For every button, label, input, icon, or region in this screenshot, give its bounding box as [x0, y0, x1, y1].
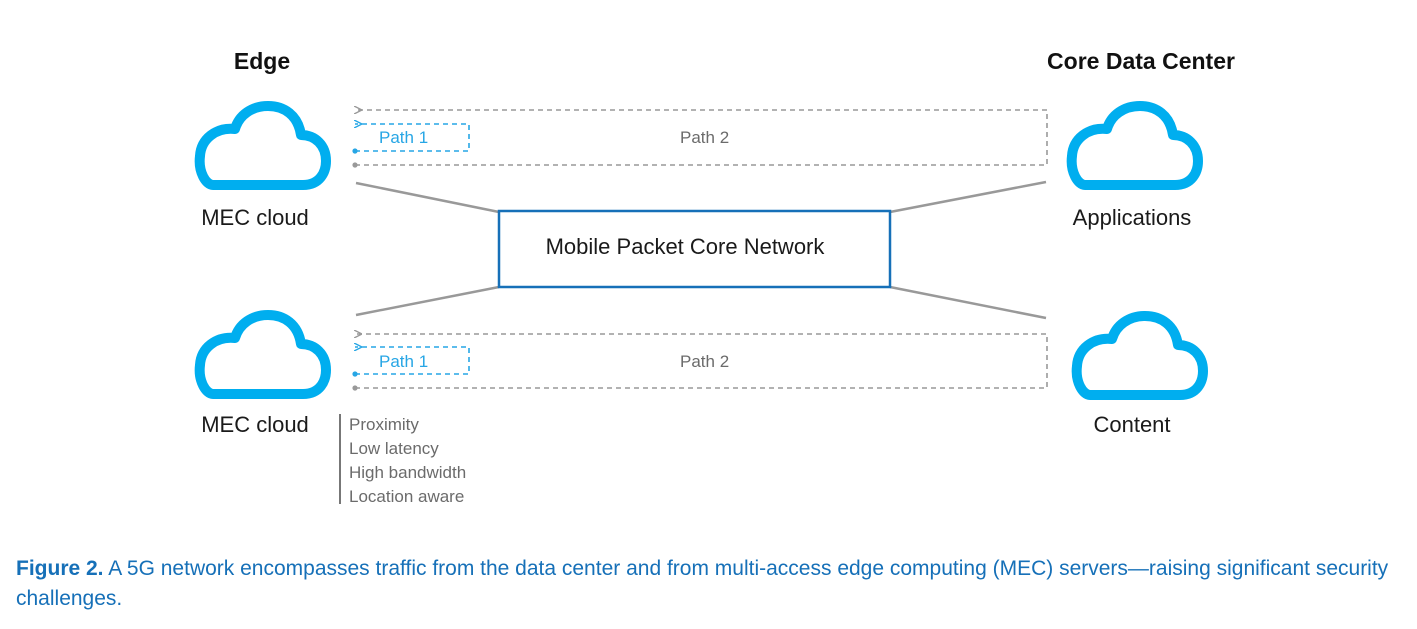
- cloud-icon: [194, 310, 331, 399]
- path-2-line: [355, 334, 1048, 389]
- path-1-line: [355, 124, 470, 152]
- path-1-label: Path 1: [379, 352, 428, 371]
- path-1-line: [355, 347, 470, 375]
- path-1-label: Path 1: [379, 128, 428, 147]
- path-2-label: Path 2: [680, 352, 729, 371]
- mec-cloud-bottom-label: MEC cloud: [201, 412, 309, 437]
- core-data-center-header: Core Data Center: [1047, 48, 1235, 74]
- figure-caption-text: A 5G network encompasses traffic from th…: [16, 557, 1389, 610]
- cloud-icon: [194, 101, 331, 190]
- figure-caption: Figure 2. A 5G network encompasses traff…: [16, 554, 1406, 614]
- cloud-icon: [1066, 101, 1203, 190]
- figure-caption-prefix: Figure 2.: [16, 557, 104, 580]
- bottom-paths: Path 1 Path 2: [352, 334, 1048, 391]
- feature-item: Low latency: [349, 439, 439, 458]
- connector-lines: [355, 180, 1047, 320]
- path-2-label: Path 2: [680, 128, 729, 147]
- content-label: Content: [1093, 412, 1170, 437]
- cloud-icon: [1071, 311, 1208, 400]
- core-network-box: [497, 209, 892, 289]
- feature-item: Location aware: [349, 487, 464, 506]
- mec-cloud-top-label: MEC cloud: [201, 205, 309, 230]
- applications-label: Applications: [1073, 205, 1192, 230]
- core-network-label: Mobile Packet Core Network: [546, 234, 826, 259]
- feature-item: Proximity: [349, 415, 419, 434]
- top-paths: Path 1 Path 2: [352, 110, 1048, 168]
- edge-header: Edge: [234, 48, 290, 74]
- path-2-line: [355, 110, 1048, 166]
- feature-item: High bandwidth: [349, 463, 466, 482]
